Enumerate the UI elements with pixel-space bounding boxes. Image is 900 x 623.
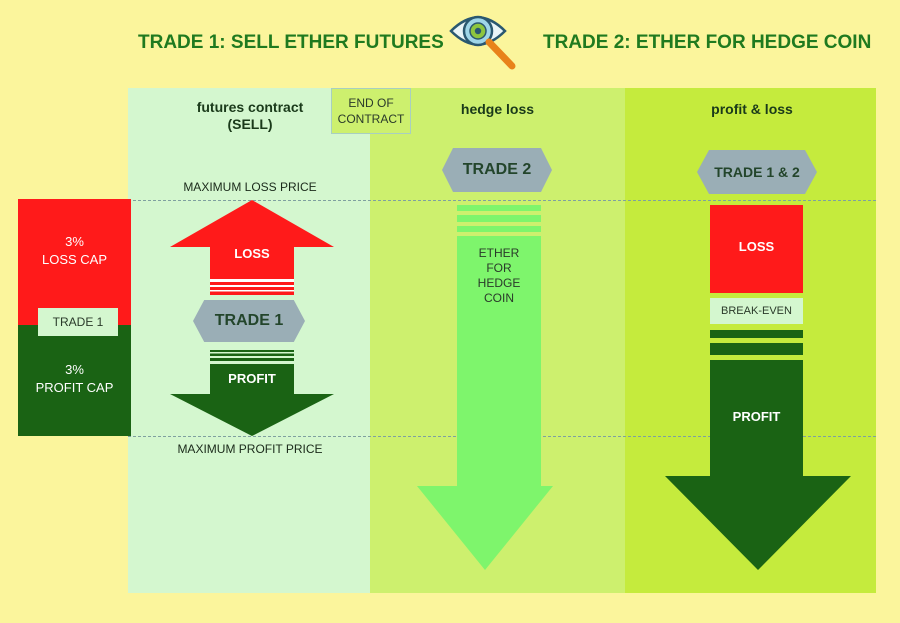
trade1-title: TRADE 1: SELL ETHER FUTURES bbox=[138, 32, 444, 53]
max-loss-line bbox=[128, 200, 876, 201]
max-loss-price-label: MAXIMUM LOSS PRICE bbox=[183, 180, 317, 194]
side-trade1-label: TRADE 1 bbox=[52, 315, 104, 329]
pnl-trade12-hex: TRADE 1 & 2 bbox=[697, 150, 817, 194]
profit-down-arrow bbox=[170, 350, 334, 436]
futures-contract-header: futures contract (SELL) bbox=[196, 99, 304, 132]
hedge-coin-label: ETHER FOR HEDGE COIN bbox=[477, 246, 521, 305]
end-of-contract-box: END OF CONTRACT bbox=[331, 88, 411, 134]
hedge-loss-header: hedge loss bbox=[460, 101, 535, 117]
hedge-trade2-hex: TRADE 2 bbox=[442, 148, 552, 192]
futures-trade1-label: TRADE 1 bbox=[214, 312, 284, 329]
end-of-contract-label: END OF CONTRACT bbox=[337, 96, 405, 126]
futures-loss-label: LOSS bbox=[234, 246, 270, 261]
loss-cap-label: 3% LOSS CAP bbox=[41, 234, 108, 267]
pnl-profit-label: PROFIT bbox=[732, 409, 781, 424]
profit-loss-header: profit & loss bbox=[711, 101, 793, 117]
profit-cap-box: 3% PROFIT CAP bbox=[18, 325, 131, 436]
futures-profit-label: PROFIT bbox=[228, 371, 276, 386]
pnl-loss-label: LOSS bbox=[738, 239, 775, 254]
hedge-trade2-label: TRADE 2 bbox=[462, 161, 532, 178]
futures-trade1-hex: TRADE 1 bbox=[193, 300, 305, 342]
pnl-trade12-label: TRADE 1 & 2 bbox=[714, 164, 800, 180]
pnl-profit-arrow bbox=[665, 330, 851, 570]
trade2-title: TRADE 2: ETHER FOR HEDGE COIN bbox=[543, 32, 872, 53]
eye-magnifier-icon bbox=[448, 6, 528, 72]
break-even-label: BREAK-EVEN bbox=[721, 305, 792, 317]
profit-cap-label: 3% PROFIT CAP bbox=[35, 362, 114, 395]
max-profit-price-label: MAXIMUM PROFIT PRICE bbox=[177, 442, 323, 456]
loss-up-arrow bbox=[170, 200, 334, 295]
hedge-down-arrow bbox=[417, 205, 553, 570]
break-even-box: BREAK-EVEN bbox=[710, 298, 803, 324]
pnl-loss-box: LOSS bbox=[710, 205, 803, 293]
loss-cap-box: 3% LOSS CAP bbox=[18, 199, 131, 325]
side-trade1-badge: TRADE 1 bbox=[38, 308, 118, 336]
